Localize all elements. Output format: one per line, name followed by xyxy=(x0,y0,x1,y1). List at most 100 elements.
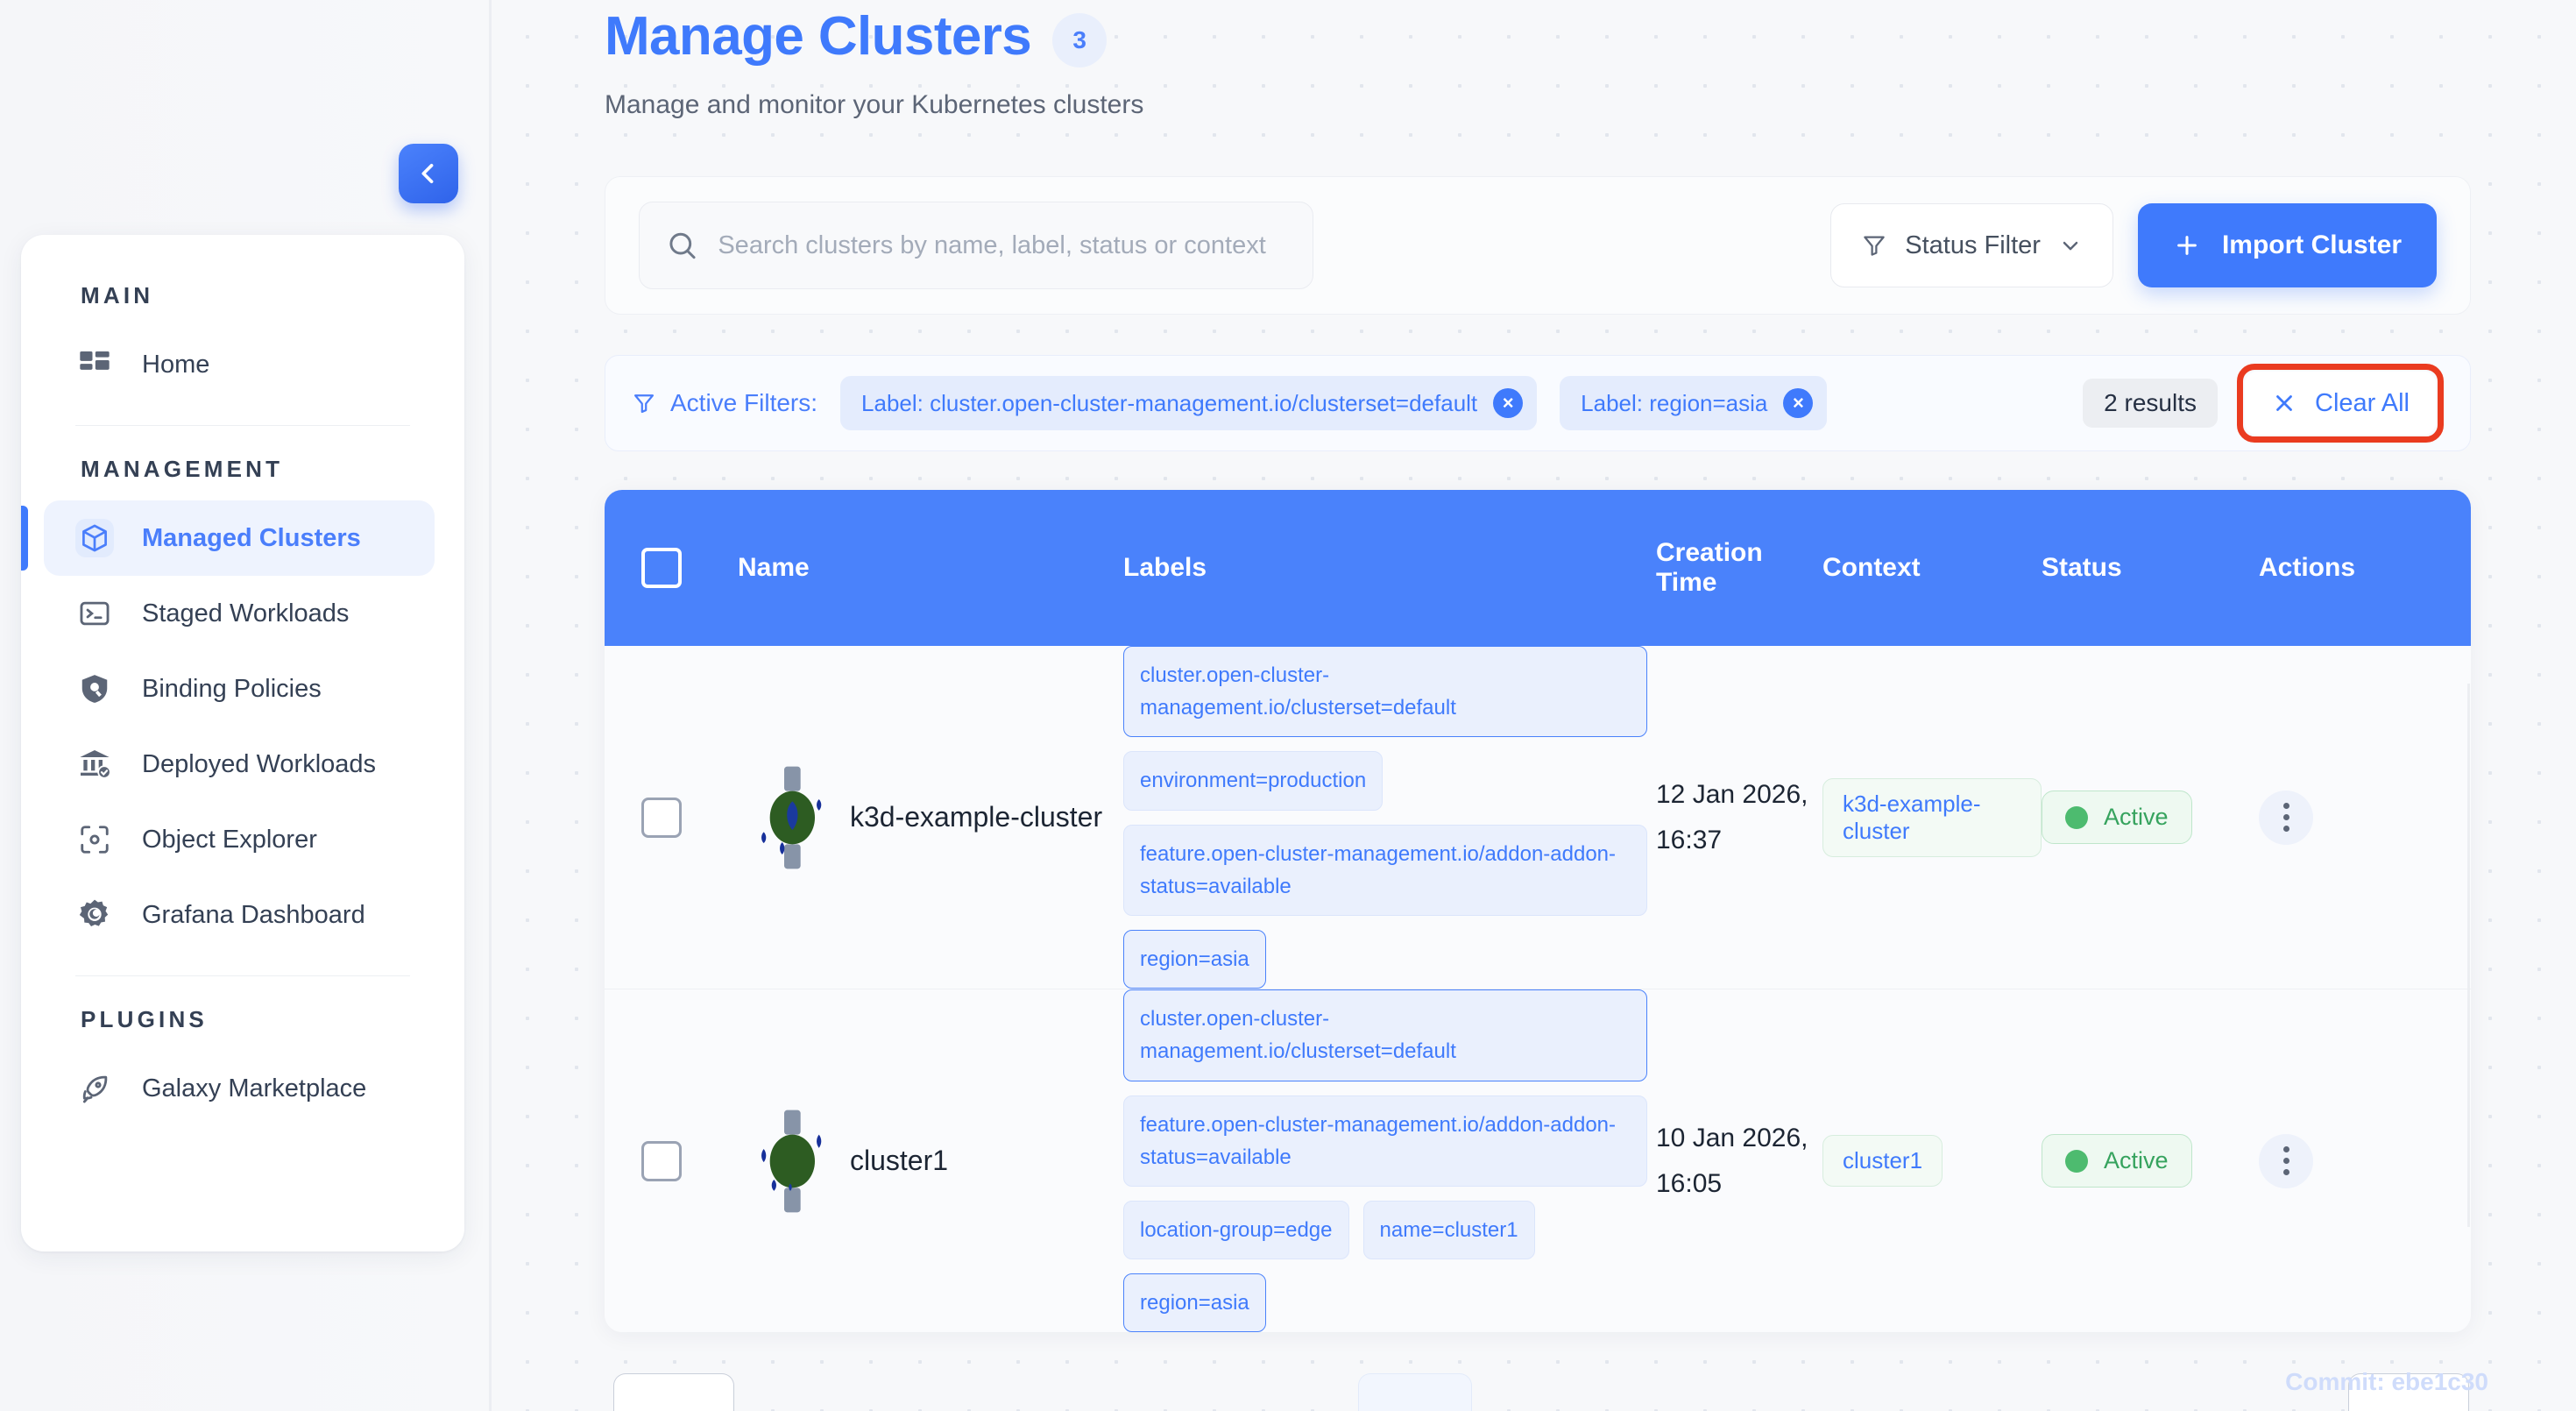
label-chip[interactable]: region=asia xyxy=(1123,929,1266,989)
collapse-sidebar-button[interactable] xyxy=(399,144,458,203)
label-chip[interactable]: feature.open-cluster-management.io/addon… xyxy=(1123,1095,1647,1187)
creation-line-2: Time xyxy=(1656,568,1717,597)
filters-right-group: 2 results Clear All xyxy=(2083,364,2444,443)
context-pill[interactable]: k3d-example-cluster xyxy=(1822,777,2042,857)
cluster-name: k3d-example-cluster xyxy=(850,800,1103,833)
row-checkbox[interactable] xyxy=(641,1140,682,1181)
grafana-icon xyxy=(75,896,114,934)
row-select-cell[interactable] xyxy=(641,797,738,838)
sidebar-section-management: MANAGEMENT xyxy=(81,456,284,482)
row-select-cell[interactable] xyxy=(641,1140,738,1181)
sidebar-item-deployed-workloads[interactable]: Deployed Workloads xyxy=(44,727,435,802)
cluster-name-cell: cluster1 xyxy=(738,1100,1123,1223)
select-all-cell[interactable] xyxy=(641,548,738,588)
column-header-labels[interactable]: Labels xyxy=(1123,553,1207,582)
status-cell: Active xyxy=(2042,791,2259,845)
clear-all-button[interactable]: Clear All xyxy=(2245,372,2436,435)
cluster-labels-cell: cluster.open-cluster-management.io/clust… xyxy=(1123,646,1656,989)
sidebar-item-home[interactable]: Home xyxy=(44,327,435,402)
sidebar-item-object-explorer[interactable]: Object Explorer xyxy=(44,802,435,877)
remove-filter-icon[interactable]: × xyxy=(1493,388,1524,418)
sidebar-item-grafana-dashboard[interactable]: Grafana Dashboard xyxy=(44,877,435,953)
sidebar-item-label: Object Explorer xyxy=(142,825,317,854)
column-header-creation-time[interactable]: Creation Time xyxy=(1656,538,1822,598)
scan-object-icon xyxy=(75,820,114,859)
status-cell: Active xyxy=(2042,1134,2259,1188)
label-chip[interactable]: location-group=edge xyxy=(1123,1200,1349,1260)
select-all-checkbox[interactable] xyxy=(641,548,682,588)
rocket-icon xyxy=(75,1069,114,1108)
page-subtitle: Manage and monitor your Kubernetes clust… xyxy=(605,90,1144,119)
creation-line-1: Creation xyxy=(1656,538,1763,567)
kebab-dot xyxy=(2282,826,2289,833)
cluster-count-badge: 3 xyxy=(1052,12,1108,67)
sidebar: MAIN Home MANAGEMENT Managed Clusters St… xyxy=(21,235,464,1251)
import-cluster-button[interactable]: Import Cluster xyxy=(2137,203,2437,287)
search-box[interactable] xyxy=(639,202,1313,289)
filter-chip-label: Label: cluster.open-cluster-management.i… xyxy=(861,389,1478,416)
pagination-area: Commit: ebe1c30 xyxy=(605,1368,2488,1411)
sidebar-item-binding-policies[interactable]: Binding Policies xyxy=(44,651,435,727)
sidebar-item-label: Binding Policies xyxy=(142,674,322,703)
column-header-name[interactable]: Name xyxy=(738,553,810,582)
sidebar-item-managed-clusters[interactable]: Managed Clusters xyxy=(21,500,435,576)
sidebar-item-staged-workloads[interactable]: Staged Workloads xyxy=(44,576,435,651)
funnel-icon xyxy=(633,394,655,414)
column-header-status[interactable]: Status xyxy=(2042,553,2122,582)
import-cluster-label: Import Cluster xyxy=(2221,230,2402,259)
toolbar: Status Filter Import Cluster xyxy=(605,176,2471,315)
sidebar-separator-1 xyxy=(75,425,410,426)
label-chip[interactable]: region=asia xyxy=(1123,1273,1266,1333)
remove-filter-icon[interactable]: × xyxy=(1783,388,1814,418)
cluster-name: cluster1 xyxy=(850,1144,949,1176)
clear-all-label: Clear All xyxy=(2315,388,2410,417)
context-cell: k3d-example-cluster xyxy=(1822,777,2042,857)
filter-chip[interactable]: Label: region=asia × xyxy=(1560,376,1828,430)
sidebar-item-label: Deployed Workloads xyxy=(142,749,377,778)
active-filters-label-group: Active Filters: xyxy=(632,389,817,417)
pagination-next-button[interactable] xyxy=(2348,1373,2469,1411)
table-row[interactable]: k3d-example-cluster cluster.open-cluster… xyxy=(605,646,2471,990)
filter-chip[interactable]: Label: cluster.open-cluster-management.i… xyxy=(840,376,1538,430)
pagination-prev-button[interactable] xyxy=(613,1373,734,1411)
kebab-dot xyxy=(2282,814,2289,821)
status-label: Active xyxy=(2104,1147,2169,1174)
sidebar-item-label: Grafana Dashboard xyxy=(142,900,365,929)
row-actions-menu-button[interactable] xyxy=(2259,790,2313,845)
results-count: 2 results xyxy=(2083,379,2218,428)
column-header-actions: Actions xyxy=(2259,553,2356,582)
sidebar-item-label: Managed Clusters xyxy=(142,523,361,552)
status-label: Active xyxy=(2104,804,2169,831)
kebab-dot xyxy=(2282,1146,2289,1153)
cube-icon xyxy=(75,519,114,557)
label-chip[interactable]: feature.open-cluster-management.io/addon… xyxy=(1123,824,1647,916)
table-row[interactable]: cluster1 cluster.open-cluster-management… xyxy=(605,989,2471,1333)
label-chip[interactable]: cluster.open-cluster-management.io/clust… xyxy=(1123,646,1647,738)
status-filter-dropdown[interactable]: Status Filter xyxy=(1830,203,2113,287)
funnel-icon xyxy=(1864,236,1885,256)
toolbar-actions: Status Filter Import Cluster xyxy=(1830,203,2437,287)
row-actions-menu-button[interactable] xyxy=(2259,1133,2313,1188)
kebab-dot xyxy=(2282,1169,2289,1176)
row-checkbox[interactable] xyxy=(641,797,682,838)
filter-chip-label: Label: region=asia xyxy=(1581,389,1768,416)
sidebar-item-galaxy-marketplace[interactable]: Galaxy Marketplace xyxy=(44,1051,435,1126)
status-badge: Active xyxy=(2042,1134,2192,1188)
dashboard-grid-icon xyxy=(75,345,114,384)
label-chip[interactable]: environment=production xyxy=(1123,751,1384,811)
kebab-dot xyxy=(2282,803,2289,810)
context-cell: cluster1 xyxy=(1822,1135,2042,1188)
kubernetes-cluster-icon xyxy=(761,766,822,869)
column-header-context[interactable]: Context xyxy=(1822,553,1921,582)
page-header: Manage Clusters 3 xyxy=(543,0,2576,67)
pagination-page-button[interactable] xyxy=(1358,1373,1472,1411)
shield-search-icon xyxy=(75,670,114,708)
search-input[interactable] xyxy=(718,230,1286,260)
cluster-name-cell: k3d-example-cluster xyxy=(738,756,1123,879)
context-pill[interactable]: cluster1 xyxy=(1822,1135,1943,1188)
label-chip[interactable]: name=cluster1 xyxy=(1362,1200,1535,1260)
sidebar-item-label: Galaxy Marketplace xyxy=(142,1074,367,1103)
active-filters-bar: Active Filters: Label: cluster.open-clus… xyxy=(605,355,2471,451)
label-chip[interactable]: cluster.open-cluster-management.io/clust… xyxy=(1123,989,1647,1081)
